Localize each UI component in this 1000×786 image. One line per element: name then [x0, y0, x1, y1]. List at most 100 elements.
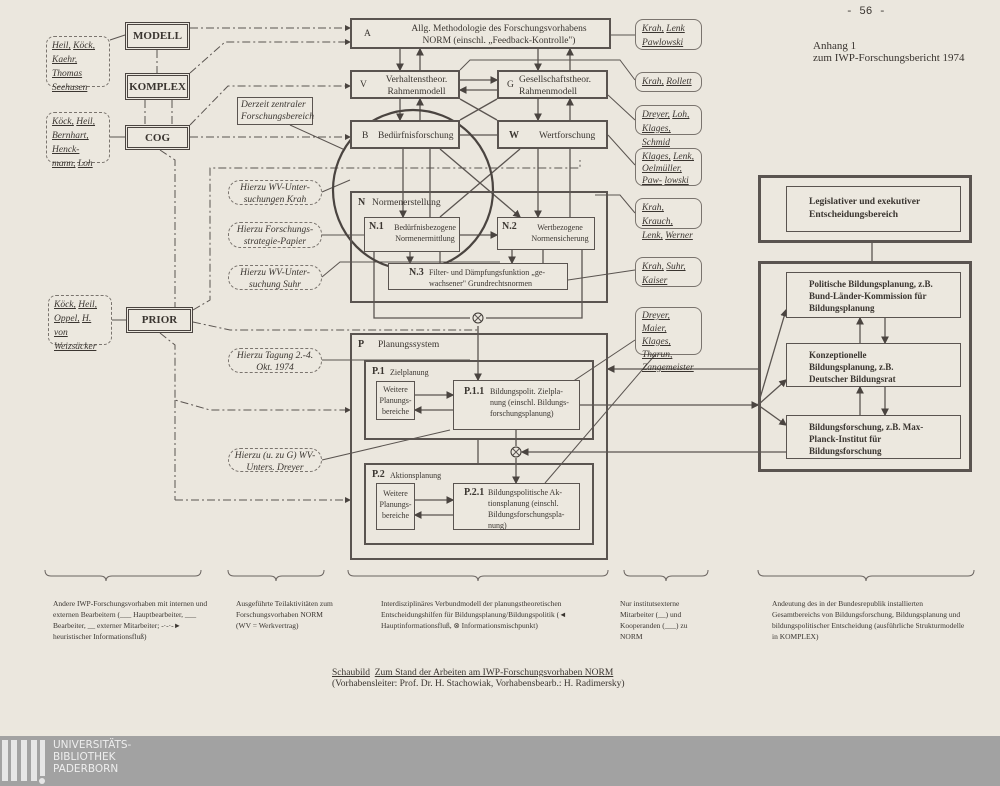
names-cog: Köck, Heil, Bernhart, Henck- mann, Loh: [46, 112, 110, 169]
name: Seehusen: [52, 83, 88, 93]
appendix-line: Anhang 1: [813, 40, 857, 52]
box-text: Wertforschung: [539, 131, 596, 141]
name: mann,: [52, 159, 76, 169]
box-v: V Verhaltenstheor.Rahmenmodell: [350, 70, 460, 99]
names-a: Krah, Lenk Pawlowski: [635, 19, 702, 50]
box-legislative: Legislativer und exekutiver Entscheidung…: [786, 186, 961, 232]
box-text: Wertbezogene: [537, 223, 583, 232]
box-a-methodology: A Allg. Methodologie des Forschungsvorha…: [350, 18, 611, 49]
box-n3: N.3 Filter- und Dämpfungsfunktion „ge-wa…: [388, 263, 568, 290]
names-p: Dreyer, Maier, Klages, Tharun, Zangemeis…: [635, 307, 702, 373]
legend-federal: Andeutung des in der Bundesrepublik inst…: [772, 599, 965, 641]
name: Klages,: [642, 337, 671, 347]
name: Krah,: [642, 77, 664, 87]
note-strategy-paper: Hierzu Forschungs-strategie-Papier: [228, 222, 322, 248]
legend-activities: Ausgeführte Teilaktivitäten zum Forschun…: [236, 599, 333, 630]
box-key: P.2.1: [464, 487, 485, 498]
box-key: N.2: [502, 221, 517, 232]
box-n: N Normenerstellung: [350, 191, 608, 303]
legend-model: Interdisziplinäres Verbundmodell der pla…: [381, 599, 567, 630]
name: Lenk: [666, 24, 685, 34]
name: Thomas: [52, 69, 83, 79]
box-text: Bildungspolit. Zielpla-: [490, 387, 563, 396]
library-name-line: UNIVERSITÄTS-: [53, 739, 132, 751]
page-number: - 56 -: [846, 6, 886, 18]
name: Tharun,: [642, 350, 673, 360]
box-text: forschungsplanung): [490, 409, 554, 418]
names-g: Dreyer, Loh, Klages, Schmid: [635, 105, 702, 148]
name: Loh,: [672, 110, 690, 120]
library-name-line: PADERBORN: [53, 763, 119, 775]
name: Suhr,: [666, 262, 686, 272]
box-key: N.1: [369, 221, 384, 232]
box-text: Normenerstellung: [372, 198, 441, 208]
box-key: N.3: [409, 267, 424, 278]
note-wv-suhr: Hierzu WV-Unter-suchung Suhr: [228, 265, 322, 290]
note-wv-dreyer: Hierzu (u. zu G) WV-Unters. Dreyer: [228, 448, 322, 473]
box-key: A: [364, 29, 371, 39]
names-modell: Heil, Köck, Kaehr, Thomas Seehusen: [46, 36, 110, 93]
name: Köck,: [54, 300, 76, 310]
note-conference: Hierzu Tagung 2.-4. Okt. 1974: [228, 348, 322, 373]
box-key: N: [358, 197, 366, 208]
box-key: W: [509, 130, 519, 141]
caption: Schaubild Zum Stand der Arbeiten am IWP-…: [332, 668, 625, 690]
legend-external: Nur institutsexterne Mitarbeiter (__) un…: [620, 599, 688, 641]
box-text: Verhaltenstheor.: [385, 75, 448, 85]
box-text: Normensicherung: [531, 234, 589, 243]
name: Dreyer,: [642, 110, 670, 120]
name: Schmid: [642, 138, 670, 148]
names-prior: Köck, Heil, Oppel, H. von Weizsäcker: [48, 295, 112, 352]
name: Oppel,: [54, 314, 80, 324]
box-conceptual-planning: Konzeptionelle Bildungsplanung, z.B. Deu…: [786, 343, 961, 387]
name: Dreyer,: [642, 311, 670, 321]
library-logo-icon: [2, 740, 45, 784]
box-text: Gesellschaftstheor.: [519, 75, 592, 85]
box-text: Bildungspolitische Ak-: [488, 488, 562, 497]
name: Krah,: [642, 262, 664, 272]
name: Kaiser: [642, 276, 668, 286]
name: lowski: [664, 176, 689, 186]
outer-education-system: [758, 261, 972, 472]
note-wv-krah: Hierzu WV-Unter-suchungen Krah: [228, 180, 322, 205]
name: Klages,: [642, 124, 671, 134]
caption-label: Schaubild: [332, 668, 370, 678]
box-further-areas-2: Weitere Planungs-bereiche: [376, 483, 415, 530]
project-modell: MODELL: [125, 22, 190, 50]
name: Kaehr,: [52, 55, 78, 65]
names-w: Klages, Lenk, Oelmüller, Paw- lowski: [635, 148, 702, 186]
name: Klages,: [642, 152, 671, 162]
name: Heil,: [78, 300, 98, 310]
box-p2: P.2 Aktionsplanung: [364, 463, 594, 545]
name: H. von: [54, 314, 92, 338]
names-n3: Krah, Suhr, Kaiser: [635, 257, 702, 287]
box-text: NORM (einschl. „Feedback-Kontrolle"): [422, 36, 576, 46]
box-text: Normenermittlung: [395, 234, 455, 243]
name: Maier,: [642, 324, 667, 334]
box-political-planning: Politische Bildungsplanung, z.B. Bund-Lä…: [786, 272, 961, 318]
box-text: Rahmenmodell: [387, 87, 446, 97]
box-w: W Wertforschung: [497, 120, 608, 149]
name: Loh: [77, 159, 93, 169]
name: Oelmüller,: [642, 164, 682, 174]
box-b: B Bedürfnisforschung: [350, 120, 460, 149]
name: Heil,: [76, 117, 96, 127]
name: Henck-: [52, 145, 80, 155]
current-focus-note: Derzeit zentraler Forschungsbereich: [237, 97, 314, 125]
name: Krauch,: [642, 217, 673, 227]
name: Rollett: [666, 77, 692, 87]
names-n2: Krah, Krauch, Lenk, Werner: [635, 198, 702, 241]
name: Pawlowski: [642, 38, 684, 48]
name: Weizsäcker: [54, 342, 97, 352]
box-education-research: Bildungsforschung, z.B. Max-Planck-Insti…: [786, 415, 961, 459]
box-key: P.1.1: [464, 386, 485, 397]
box-text: Bildungsforschungspla-: [488, 510, 565, 519]
box-text: Filter- und Dämpfungsfunktion „ge-: [429, 268, 546, 277]
project-komplex: KOMPLEX: [125, 73, 190, 100]
legend-other-projects: Andere IWP-Forschungsvorhaben mit intern…: [53, 599, 208, 641]
box-text: Aktionsplanung: [390, 471, 442, 480]
